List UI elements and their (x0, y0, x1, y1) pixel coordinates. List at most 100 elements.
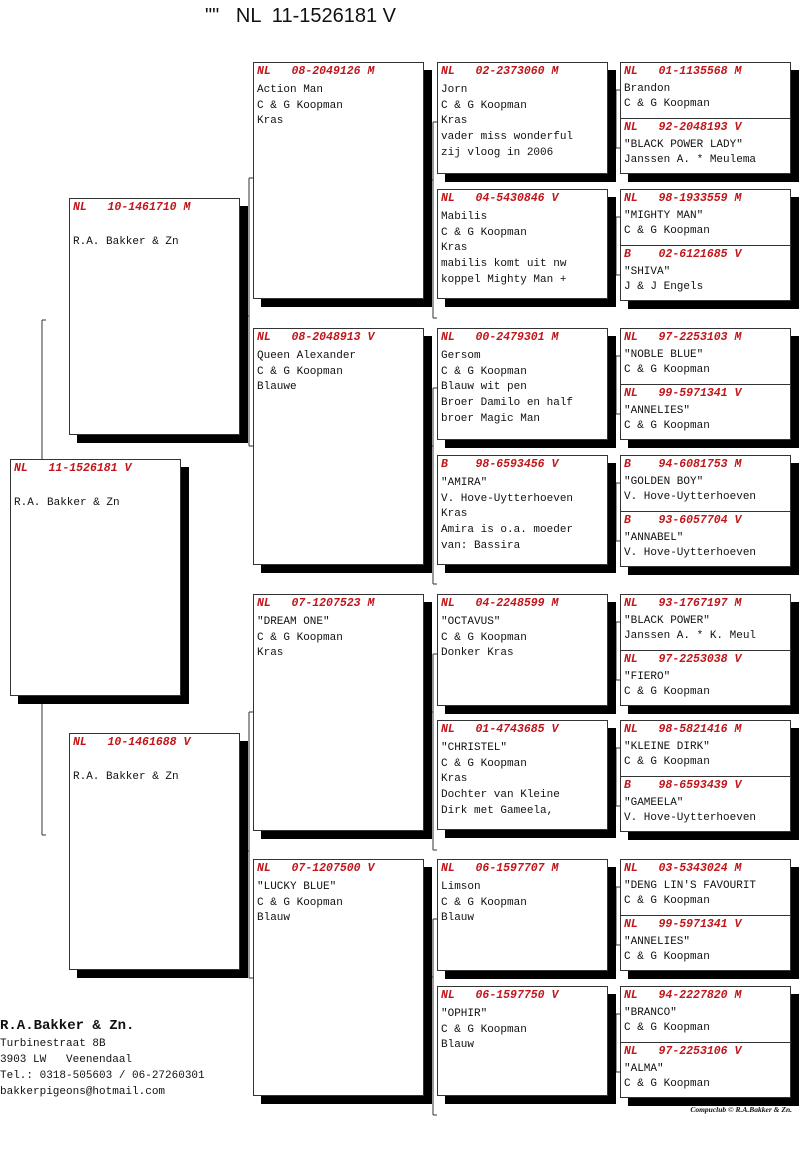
spacer (638, 65, 659, 78)
pigeon-info-line: C & G Koopman (624, 98, 710, 110)
pigeon-info-line: Amira is o.a. moeder (441, 524, 574, 537)
pigeon-card[interactable]: NL 92-2048193 V"BLACK POWER LADY"Janssen… (620, 118, 791, 174)
pigeon-info-line: vader miss wonderful (441, 131, 574, 144)
ring-code: 99-5971341 (658, 387, 728, 400)
ring-number: NL 10-1461710 M (73, 200, 236, 216)
pigeon-card[interactable]: NL 07-1207500 V"LUCKY BLUE"C & G Koopman… (253, 859, 424, 1096)
pigeon-info-line: Brandon (624, 83, 671, 95)
pigeon-card[interactable]: B 02-6121685 V"SHIVA"J & J Engels (620, 245, 791, 301)
pigeon-card[interactable]: B 98-6593439 V"GAMEELA"V. Hove-Uytterhoe… (620, 776, 791, 832)
pigeon-card[interactable]: NL 10-1461688 V R.A. Bakker & Zn (69, 733, 240, 970)
ring-code: 98-5821416 (658, 723, 728, 736)
ring-country: NL (441, 989, 455, 1002)
ring-code: 10-1461688 (107, 736, 177, 749)
pigeon-card[interactable]: NL 10-1461710 M R.A. Bakker & Zn (69, 198, 240, 435)
pigeon-info-line: Kras (257, 115, 284, 128)
pigeon-info-line: van: Bassira (441, 539, 521, 552)
ring-country: B (441, 458, 448, 471)
pigeon-info-line: "NOBLE BLUE" (624, 349, 704, 361)
pigeon-info-line: "MIGHTY MAN" (624, 210, 704, 222)
pigeon-info-line: C & G Koopman (624, 420, 710, 432)
pigeon-card[interactable]: NL 97-2253038 V"FIERO"C & G Koopman (620, 650, 791, 706)
ring-country: NL (624, 918, 638, 931)
ring-country: NL (441, 862, 455, 875)
pigeon-info-line: "BRANCO" (624, 1007, 677, 1019)
pigeon-info-line: C & G Koopman (441, 896, 527, 909)
pigeon-info-line: "DREAM ONE" (257, 615, 330, 628)
ring-sex: V (734, 121, 742, 134)
pigeon-card[interactable]: NL 94-2227820 M"BRANCO"C & G Koopman (620, 986, 791, 1043)
pigeon-card[interactable]: B 94-6081753 M"GOLDEN BOY"V. Hove-Uytter… (620, 455, 791, 512)
pigeon-info-line: "BLACK POWER LADY" (624, 139, 743, 151)
pigeon-info-line: C & G Koopman (624, 364, 710, 376)
spacer (638, 653, 659, 666)
ring-country: NL (624, 387, 638, 400)
ring-code: 98-6593456 (475, 458, 545, 471)
ring-sex: V (367, 331, 375, 344)
ring-code: 00-2479301 (475, 331, 545, 344)
pigeon-info-line: C & G Koopman (624, 686, 710, 698)
pigeon-info-line (14, 480, 177, 496)
spacer (455, 65, 476, 78)
pigeon-card[interactable]: NL 99-5971341 V"ANNELIES"C & G Koopman (620, 915, 791, 971)
ring-code: 92-2048193 (658, 121, 728, 134)
ring-code: 97-2253103 (658, 331, 728, 344)
ring-sex: V (734, 779, 742, 792)
pigeon-info-line: "SHIVA" (624, 266, 671, 278)
pigeon-info-line: C & G Koopman (441, 226, 527, 239)
pigeon-card[interactable]: NL 98-5821416 M"KLEINE DIRK"C & G Koopma… (620, 720, 791, 777)
pigeon-info-line: Kras (441, 115, 468, 128)
pigeon-card[interactable]: B 98-6593456 V"AMIRA"V. Hove-Uytterhoeve… (437, 455, 608, 565)
pigeon-card[interactable]: NL 98-1933559 M"MIGHTY MAN"C & G Koopman (620, 189, 791, 246)
ring-code: 01-4743685 (475, 723, 545, 736)
ring-number: B 02-6121685 V (624, 247, 787, 262)
ring-sex: V (734, 1045, 742, 1058)
ring-sex: V (734, 918, 742, 931)
spacer (638, 723, 659, 736)
ring-number: NL 04-2248599 M (441, 596, 604, 612)
spacer (638, 597, 659, 610)
pigeon-info-line: "DENG LIN'S FAVOURIT (624, 880, 757, 892)
owner-address: R.A.Bakker & Zn. Turbinestraat 8B 3903 L… (0, 1016, 205, 1100)
pigeon-info-line: C & G Koopman (441, 757, 527, 770)
pigeon-info-line: Blauw (441, 1039, 475, 1052)
spacer (638, 862, 659, 875)
ring-sex: M (734, 597, 742, 610)
pigeon-card[interactable]: NL 93-1767197 M"BLACK POWER"Janssen A. *… (620, 594, 791, 651)
pigeon-card[interactable]: NL 97-2253106 V"ALMA"C & G Koopman (620, 1042, 791, 1098)
pigeon-info-line: Kras (257, 647, 284, 660)
pigeon-card[interactable]: NL 99-5971341 V"ANNELIES"C & G Koopman (620, 384, 791, 440)
ring-country: NL (441, 192, 455, 205)
pigeon-card[interactable]: B 93-6057704 V"ANNABEL"V. Hove-Uytterhoe… (620, 511, 791, 567)
pigeon-info-line: C & G Koopman (257, 99, 343, 112)
ring-sex: V (734, 653, 742, 666)
pigeon-card[interactable]: NL 97-2253103 M"NOBLE BLUE"C & G Koopman (620, 328, 791, 385)
spacer (638, 989, 659, 1002)
owner-city: 3903 LW Veenendaal (0, 1054, 133, 1066)
pigeon-info-line: C & G Koopman (257, 631, 343, 644)
pigeon-card[interactable]: NL 11-1526181 V R.A. Bakker & Zn (10, 459, 181, 696)
ring-number: B 93-6057704 V (624, 513, 787, 528)
ring-country: B (624, 514, 631, 527)
pigeon-info-line: "OCTAVUS" (441, 615, 501, 628)
ring-sex: V (551, 723, 559, 736)
ring-sex: V (124, 462, 132, 475)
ring-sex: V (734, 387, 742, 400)
pigeon-info-line: Mabilis (441, 210, 488, 223)
pigeon-info-line: C & G Koopman (257, 896, 343, 909)
ring-sex: M (551, 65, 559, 78)
ring-country: B (624, 248, 631, 261)
pigeon-info-line: "LUCKY BLUE" (257, 880, 337, 893)
